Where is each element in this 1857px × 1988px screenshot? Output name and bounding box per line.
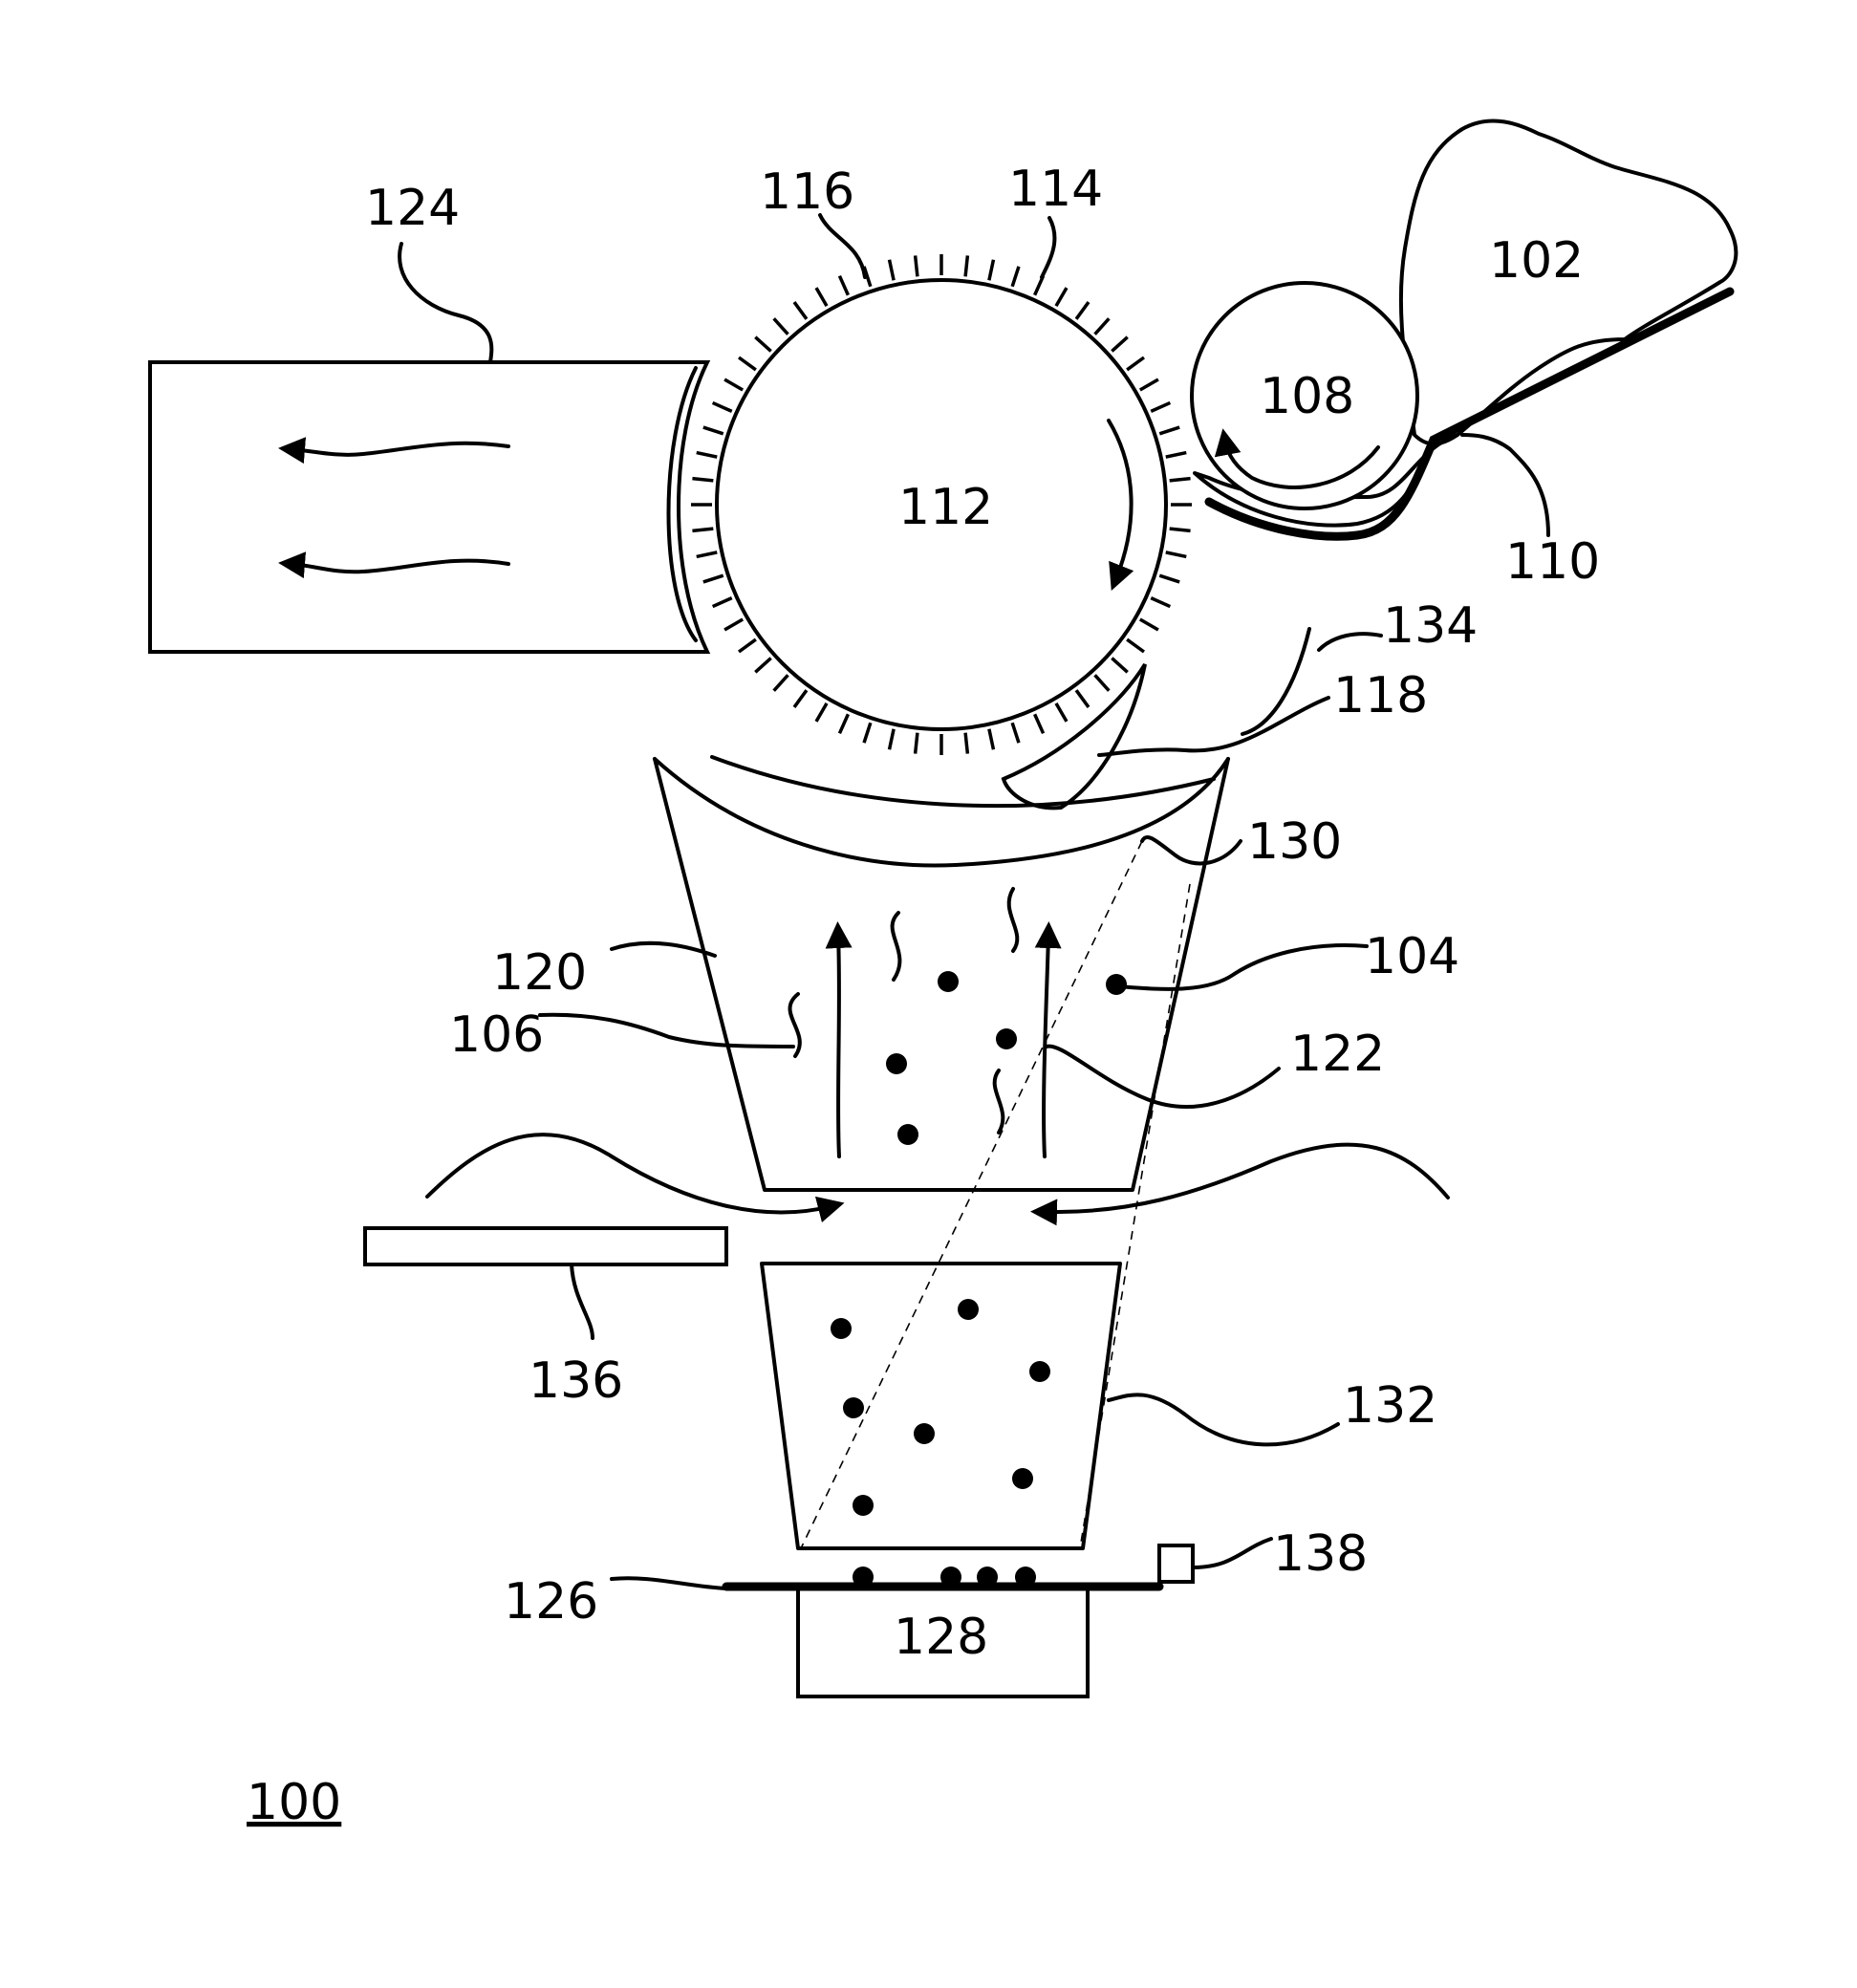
drum-tooth	[1151, 402, 1170, 411]
drum-tooth	[839, 714, 848, 733]
label-126: 126	[504, 1573, 598, 1631]
drum-tooth	[965, 733, 967, 754]
label-134: 134	[1383, 597, 1478, 655]
label-120: 120	[492, 944, 587, 1002]
drum-tooth	[890, 729, 895, 750]
label-106: 106	[449, 1006, 544, 1064]
drum-tooth	[1076, 302, 1089, 319]
drum-tooth	[1095, 675, 1110, 690]
drum-tooth	[1012, 723, 1019, 743]
drum-tooth	[703, 575, 723, 582]
drum-tooth	[1076, 690, 1089, 707]
label-124: 124	[365, 180, 460, 237]
drum-tooth	[965, 255, 967, 276]
drum-tooth	[989, 260, 994, 281]
plate-136	[365, 1228, 726, 1264]
drum-tooth	[1159, 427, 1179, 434]
label-102: 102	[1489, 232, 1584, 290]
label-116: 116	[760, 163, 854, 221]
duct-124	[150, 362, 707, 652]
label-114: 114	[1008, 161, 1103, 218]
drum-tooth	[1127, 357, 1144, 370]
particles-104	[886, 971, 1127, 1145]
drum-tooth	[1056, 703, 1067, 722]
drum-tooth	[1056, 288, 1067, 306]
drum-tooth	[1166, 453, 1187, 458]
drum-tooth	[1012, 267, 1019, 287]
drum-tooth	[755, 337, 770, 352]
drum-tooth	[839, 276, 848, 295]
label-112: 112	[898, 479, 993, 536]
drum-tooth	[1166, 552, 1187, 557]
drum-tooth	[774, 318, 788, 334]
drum-tooth	[739, 357, 756, 370]
drum-tooth	[755, 659, 770, 673]
label-128: 128	[894, 1609, 988, 1666]
funnel-132	[762, 1264, 1120, 1548]
drum-tooth	[816, 288, 827, 306]
drum-tooth	[989, 729, 994, 750]
label-130: 130	[1247, 813, 1342, 871]
label-108: 108	[1260, 368, 1354, 425]
drum-tooth	[1170, 479, 1191, 481]
drum-tooth	[713, 598, 732, 607]
drum-tooth	[1159, 575, 1179, 582]
label-136: 136	[529, 1352, 623, 1410]
drum-tooth	[1095, 318, 1110, 334]
drum-tooth	[1112, 337, 1127, 352]
figure-number: 100	[247, 1774, 341, 1831]
drum-tooth	[794, 690, 807, 707]
label-104: 104	[1365, 928, 1459, 985]
drum-tooth	[713, 402, 732, 411]
drum-tooth	[916, 733, 918, 754]
drum-tooth	[890, 260, 895, 281]
drum-tooth	[697, 552, 718, 557]
drum-tooth	[794, 302, 807, 319]
drum-tooth	[1140, 619, 1158, 630]
label-118: 118	[1333, 667, 1428, 724]
drum-tooth	[1140, 379, 1158, 390]
drum-tooth	[864, 723, 871, 743]
drum-tooth	[774, 675, 788, 690]
label-122: 122	[1290, 1026, 1385, 1083]
drum-tooth	[739, 639, 756, 652]
drum-tooth	[1127, 639, 1144, 652]
label-138: 138	[1273, 1525, 1368, 1583]
drum-tooth	[692, 529, 713, 530]
drum-tooth	[916, 255, 918, 276]
drum-tooth	[724, 619, 743, 630]
drum-tooth	[703, 427, 723, 434]
drum-tooth	[1112, 659, 1127, 673]
sensor-138	[1159, 1545, 1193, 1582]
drum-tooth	[1035, 714, 1044, 733]
drum-tooth	[697, 453, 718, 458]
drum-tooth	[1170, 529, 1191, 530]
drum-tooth	[816, 703, 827, 722]
label-110: 110	[1505, 533, 1600, 591]
drum-tooth	[692, 479, 713, 481]
drum-tooth	[1151, 598, 1170, 607]
drum-tooth	[724, 379, 743, 390]
label-132: 132	[1343, 1377, 1437, 1435]
